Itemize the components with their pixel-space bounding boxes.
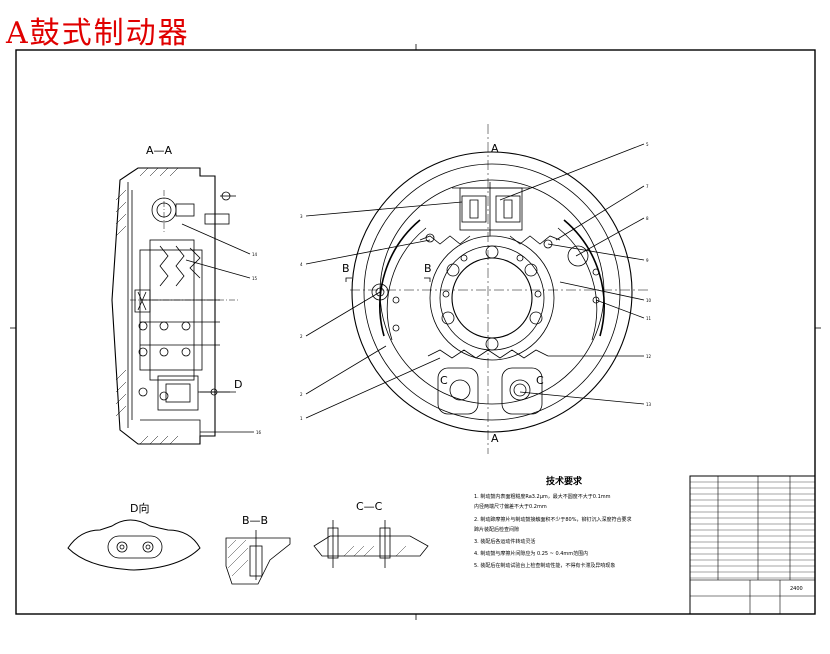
view-d: D向 [67, 501, 201, 571]
drawing-number: 2400 [790, 586, 803, 592]
label-section-cc: C—C [356, 500, 383, 513]
label-marker-b-left: B [342, 262, 350, 275]
callout-left-5: 1 [300, 416, 303, 421]
tech-requirements-heading: 技术要求 [546, 475, 583, 487]
callout-right-6: 11 [646, 316, 652, 321]
tech-req-item-2: 内径两端尺寸偏差不大于0.2mm [474, 503, 547, 510]
callout-left-2: 4 [300, 262, 303, 267]
tech-req-item-5: 3. 装配后各运动件转动灵活 [474, 538, 535, 545]
label-marker-a-top: A [491, 142, 499, 155]
label-marker-b-right: B [424, 262, 432, 275]
callout-aa-2: 15 [252, 276, 258, 281]
callout-right-1: 5 [646, 142, 649, 147]
label-section-aa: A—A [146, 144, 173, 157]
label-section-bb: B—B [242, 514, 268, 527]
callout-right-8: 13 [646, 402, 652, 407]
callout-aa-1: 14 [252, 252, 258, 257]
title-block: 2400 [689, 475, 816, 615]
callout-left-4: 2 [300, 392, 303, 397]
drawing-frame [10, 44, 821, 620]
tech-req-item-1: 1. 制动鼓内表面粗糙度Ra3.2μm，最大不圆度不大于0.1mm [474, 493, 611, 500]
label-marker-a-bottom: A [491, 432, 499, 445]
callout-right-4: 9 [646, 258, 649, 263]
callout-aa-3: 16 [256, 430, 262, 435]
label-view-d: D向 [130, 501, 149, 515]
tech-requirements: 技术要求 1. 制动鼓内表面粗糙度Ra3.2μm，最大不圆度不大于0.1mm 内… [474, 475, 631, 569]
tech-req-item-4: 蹄片装配后检查间隙 [474, 526, 519, 533]
tech-req-item-3: 2. 制动蹄摩擦片与制动鼓接触面积不少于80%，铆钉沉入深度符合要求 [474, 516, 631, 523]
callout-right-3: 8 [646, 216, 649, 221]
tech-req-item-6: 4. 制动鼓与摩擦片间隙应为 0.25 ~ 0.4mm范围内 [474, 550, 588, 557]
callout-left-3: 2 [300, 334, 303, 339]
callout-left-1: 3 [300, 214, 303, 219]
section-aa-view: A—A [111, 144, 262, 445]
callout-right-5: 10 [646, 298, 652, 303]
tech-req-item-7: 5. 装配后在制动试验台上检查制动性能，不得有卡滞及异响现象 [474, 562, 615, 569]
label-marker-c-right: C [536, 374, 544, 387]
callout-right-2: 7 [646, 184, 649, 189]
label-marker-c-left: C [440, 374, 448, 387]
label-view-d-marker: D [234, 378, 242, 391]
main-front-view: A A [300, 124, 652, 454]
callout-right-7: 12 [646, 354, 652, 359]
view-bb: B—B [225, 514, 291, 585]
view-cc: C—C [313, 500, 429, 568]
drawing-title: A鼓式制动器 [6, 16, 190, 51]
